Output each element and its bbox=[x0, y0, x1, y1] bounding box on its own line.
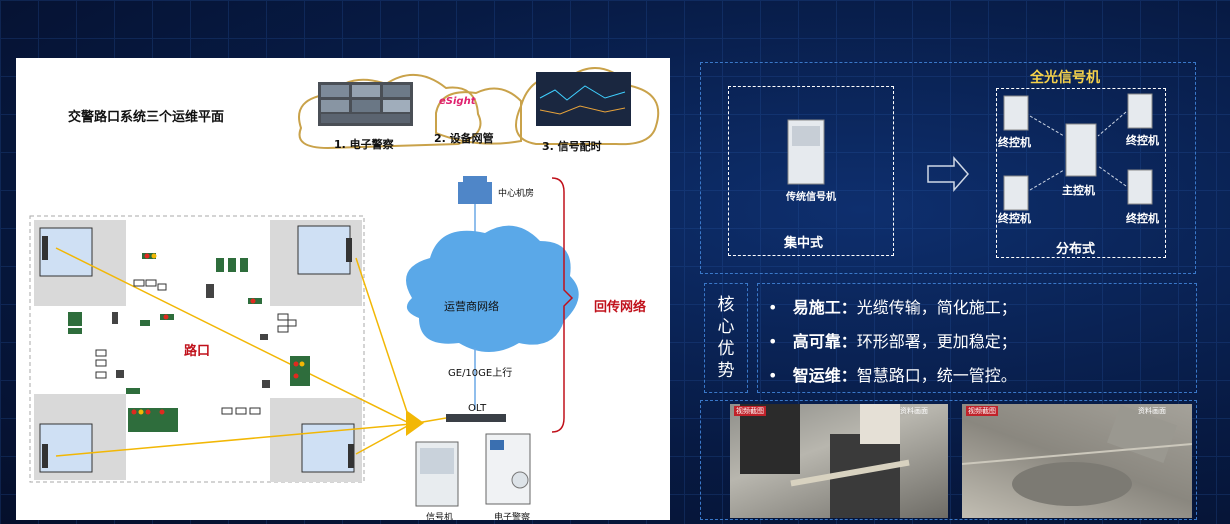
label-uplink: GE/10GE上行 bbox=[448, 368, 513, 379]
construction-photos-frame bbox=[700, 400, 1197, 520]
label-main-ctrl: 主控机 bbox=[1062, 184, 1095, 197]
label-term-ctrl-2: 终控机 bbox=[1126, 134, 1159, 147]
photo-tag-right: 资料画面 bbox=[1138, 407, 1166, 415]
label-distributed: 分布式 bbox=[1056, 242, 1096, 257]
splitter-triangle bbox=[406, 410, 424, 436]
adv-char-4: 势 bbox=[717, 361, 735, 381]
cloud-outline-2 bbox=[435, 87, 522, 145]
label-signal-timing: 3. 信号配时 bbox=[542, 140, 602, 153]
signal-heads bbox=[131, 253, 299, 415]
label-term-ctrl-3: 终控机 bbox=[998, 212, 1031, 225]
cameras bbox=[95, 279, 297, 415]
police-cabinet bbox=[485, 433, 531, 505]
carrier-cloud bbox=[406, 225, 579, 352]
photo-brand-tag-2: 视频截图 bbox=[966, 406, 998, 416]
architecture-compare-box bbox=[700, 62, 1196, 274]
label-olt: OLT bbox=[468, 403, 487, 414]
adv-char-2: 心 bbox=[717, 317, 735, 337]
label-term-ctrl-4: 终控机 bbox=[1126, 212, 1159, 225]
signal-cabinet bbox=[415, 441, 459, 507]
photo-tag-left: 资料画面 bbox=[900, 407, 928, 415]
diagram-graphics bbox=[29, 67, 660, 507]
central-box bbox=[728, 86, 894, 256]
signal-timing-screen bbox=[536, 72, 631, 126]
construction-photo-right bbox=[961, 404, 1193, 518]
all-optical-title: 全光信号机 bbox=[1030, 70, 1100, 86]
video-wall-image bbox=[318, 82, 413, 126]
advantage-item: • 高可靠：环形部署，更加稳定； bbox=[768, 332, 1017, 351]
label-signal-cabinet: 信号机 bbox=[426, 513, 454, 520]
label-datacenter: 中心机房 bbox=[498, 189, 535, 199]
label-intersection: 路口 bbox=[184, 344, 211, 359]
diagram-title: 交警路口系统三个运维平面 bbox=[68, 110, 225, 125]
core-advantages-label: 核 心 优 势 bbox=[704, 283, 748, 393]
advantage-text: 智慧路口，统一管控。 bbox=[856, 366, 1017, 385]
esight-logo: eSight bbox=[439, 96, 476, 107]
label-centralized: 集中式 bbox=[784, 236, 824, 251]
label-carrier-network: 运营商网络 bbox=[444, 300, 499, 313]
advantage-title: 智运维： bbox=[792, 366, 857, 385]
photo-right-figures bbox=[961, 404, 1193, 506]
adv-char-3: 优 bbox=[717, 339, 735, 359]
label-police-cabinet: 电子警察 bbox=[494, 513, 531, 520]
label-device-nms: 2. 设备网管 bbox=[434, 132, 494, 145]
advantage-item: • 易施工：光缆传输，简化施工； bbox=[768, 298, 1017, 317]
datacenter-building bbox=[458, 176, 492, 204]
construction-photo-left bbox=[730, 404, 948, 518]
backhaul-bracket bbox=[551, 177, 574, 433]
label-electronic-police: 1. 电子警察 bbox=[334, 138, 394, 151]
advantage-text: 光缆传输，简化施工； bbox=[856, 298, 1017, 317]
advantage-item: • 智运维：智慧路口，统一管控。 bbox=[768, 366, 1017, 385]
label-backhaul: 回传网络 bbox=[594, 300, 647, 315]
adv-char-1: 核 bbox=[717, 295, 735, 315]
traffic-diagram-panel: 交警路口系统三个运维平面 eSight 1. 电子警察 2. 设备网管 3. 信… bbox=[16, 58, 670, 520]
photo-left-figures bbox=[740, 404, 910, 518]
photo-brand-tag: 视频截图 bbox=[734, 406, 766, 416]
advantage-title: 高可靠： bbox=[792, 332, 857, 351]
olt-device bbox=[446, 414, 506, 422]
label-traditional-signal: 传统信号机 bbox=[786, 192, 836, 203]
advantage-title: 易施工： bbox=[792, 298, 857, 317]
label-term-ctrl-1: 终控机 bbox=[998, 136, 1031, 149]
advantage-text: 环形部署，更加稳定； bbox=[856, 332, 1017, 351]
distributed-box bbox=[996, 88, 1166, 258]
advantages-list: • 易施工：光缆传输，简化施工； • 高可靠：环形部署，更加稳定； • 智运维：… bbox=[757, 283, 1197, 393]
